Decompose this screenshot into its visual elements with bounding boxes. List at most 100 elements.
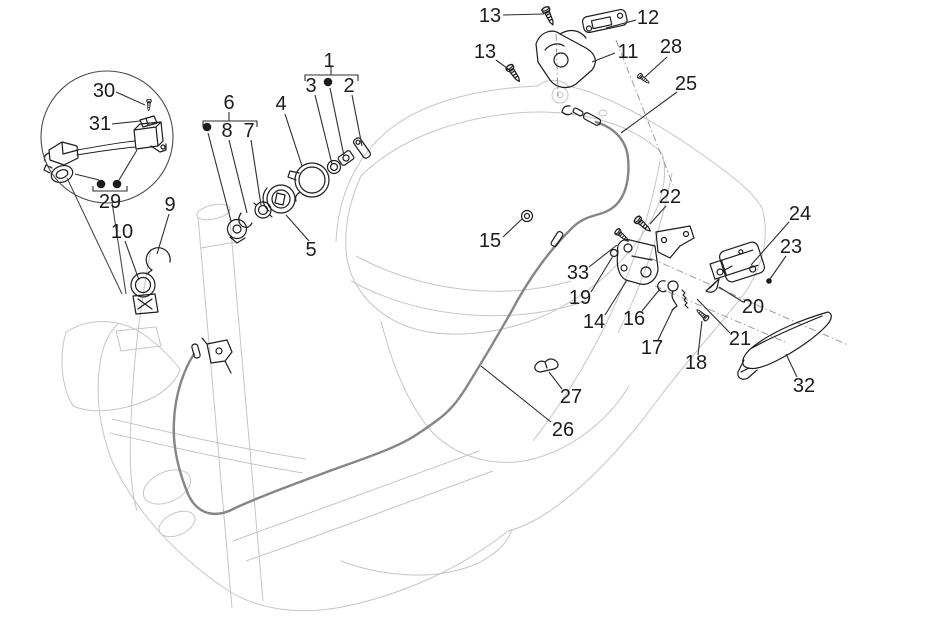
part-immobilizer-unit xyxy=(133,121,167,153)
callout-label-31: 31 xyxy=(89,113,111,135)
part-lock-body xyxy=(226,218,248,244)
part-sill-cover-32 xyxy=(737,311,832,380)
cable-end-nipple-upper xyxy=(572,107,584,117)
callout-leader-4 xyxy=(284,113,303,167)
left-pillar xyxy=(129,248,152,512)
cable-end-barrel-lower xyxy=(191,343,201,359)
callout-label-8: 8 xyxy=(221,120,232,142)
callout-leader-12 xyxy=(605,19,637,29)
callout-leader-13 xyxy=(495,59,512,72)
part-hook-17 xyxy=(667,280,679,311)
detail-bubble xyxy=(40,70,174,295)
callout-label-19: 19 xyxy=(569,287,591,309)
frame-outline-right xyxy=(507,207,766,532)
part-mount-plate xyxy=(655,225,695,259)
small-bracket xyxy=(115,326,162,352)
cable-end-barrel-upper xyxy=(582,112,602,126)
callout-label-33: 33 xyxy=(567,262,589,284)
callout-label-25: 25 xyxy=(675,73,697,95)
steering-tube-right-edge xyxy=(228,208,264,602)
part-immobilizer-antenna-10 xyxy=(130,272,159,315)
group-bullet-3 xyxy=(112,179,122,189)
axis-latch-actuator-2 xyxy=(654,285,786,343)
part-cone-20 xyxy=(705,278,720,293)
frame-side-hole xyxy=(598,109,608,117)
callout-label-30: 30 xyxy=(93,80,115,102)
callout-label-29: 29 xyxy=(99,191,121,213)
callout-leader-layer xyxy=(74,13,798,423)
callout-label-18: 18 xyxy=(685,352,707,374)
callout-leader-16 xyxy=(641,288,661,312)
bullet-leader-3 xyxy=(118,149,138,181)
group-bullet-2 xyxy=(96,179,106,189)
part-washer xyxy=(326,159,342,175)
callout-label-2: 2 xyxy=(343,75,354,97)
group-bracket-6 xyxy=(202,112,258,127)
callout-leader-31 xyxy=(111,120,141,125)
construction-lines xyxy=(555,33,849,346)
callout-label-14: 14 xyxy=(583,311,605,333)
axis-striker xyxy=(615,39,674,186)
frame-outline-top xyxy=(335,79,763,243)
seat-lock-cable xyxy=(172,120,630,516)
callout-leader-23 xyxy=(769,255,787,280)
bullet-leader-0 xyxy=(329,87,345,157)
callout-leader-11 xyxy=(591,52,616,63)
callout-leader-9 xyxy=(156,213,170,255)
group-bullet-1 xyxy=(202,122,212,132)
part-lock-actuator-24 xyxy=(709,241,766,283)
rear-member-1 xyxy=(532,160,661,442)
callout-label-26: 26 xyxy=(552,419,574,441)
callout-leader-5 xyxy=(285,214,310,242)
callout-leader-26 xyxy=(480,365,552,423)
callout-label-23: 23 xyxy=(780,236,802,258)
cable-latch-bracket xyxy=(201,337,233,374)
cable-adjuster xyxy=(550,230,564,248)
part-retaining-clip xyxy=(238,212,253,229)
callout-label-4: 4 xyxy=(275,93,286,115)
bullet-leader-1 xyxy=(207,132,232,222)
callout-leader-20 xyxy=(718,286,744,303)
callout-leader-14 xyxy=(604,279,628,316)
steering-tube-left-edge xyxy=(197,216,233,609)
bullet-leader-2 xyxy=(74,173,100,181)
callout-label-11: 11 xyxy=(618,41,639,63)
part-spring-21 xyxy=(681,289,689,309)
cross-rail-2 xyxy=(109,432,304,474)
rear-lower-panel xyxy=(340,528,513,576)
part-seat-lock-bracket-11 xyxy=(535,29,596,89)
part-nut-15 xyxy=(520,209,534,223)
cable-end-hook-upper xyxy=(561,105,573,116)
rear-member-2 xyxy=(617,172,673,334)
panel-hole-upper xyxy=(142,469,192,505)
callout-leader-24 xyxy=(750,221,790,266)
bucket-shelf-line-1 xyxy=(355,255,572,292)
callout-label-9: 9 xyxy=(164,194,175,216)
screw-13b xyxy=(504,62,524,85)
group-bracket-29 xyxy=(92,186,128,192)
part-clip-16 xyxy=(657,280,667,293)
group-bullet-0 xyxy=(323,77,333,87)
callout-label-13: 13 xyxy=(479,5,501,27)
screw-33 xyxy=(613,227,632,245)
group-bracket-1 xyxy=(304,67,359,81)
detail-bubble-wedge-1 xyxy=(111,201,127,295)
callout-label-21: 21 xyxy=(729,328,751,350)
callout-leader-15 xyxy=(502,218,523,238)
frame-outline-left xyxy=(97,323,119,462)
part-lock-ring xyxy=(287,162,330,202)
callout-label-22: 22 xyxy=(659,186,681,208)
footboard-rail-2 xyxy=(245,470,494,562)
callout-label-1: 1 xyxy=(323,50,334,72)
front-apron xyxy=(61,321,181,412)
seat-hinge-boss-hole xyxy=(556,91,564,99)
screw-28 xyxy=(636,72,652,86)
footboard-rail-1 xyxy=(232,450,480,542)
callout-label-7: 7 xyxy=(243,120,254,142)
steering-tube-top xyxy=(196,203,231,221)
steering-tube-band xyxy=(200,241,237,249)
callout-leader-27 xyxy=(548,371,563,390)
part-wire-guide-9 xyxy=(145,247,171,274)
